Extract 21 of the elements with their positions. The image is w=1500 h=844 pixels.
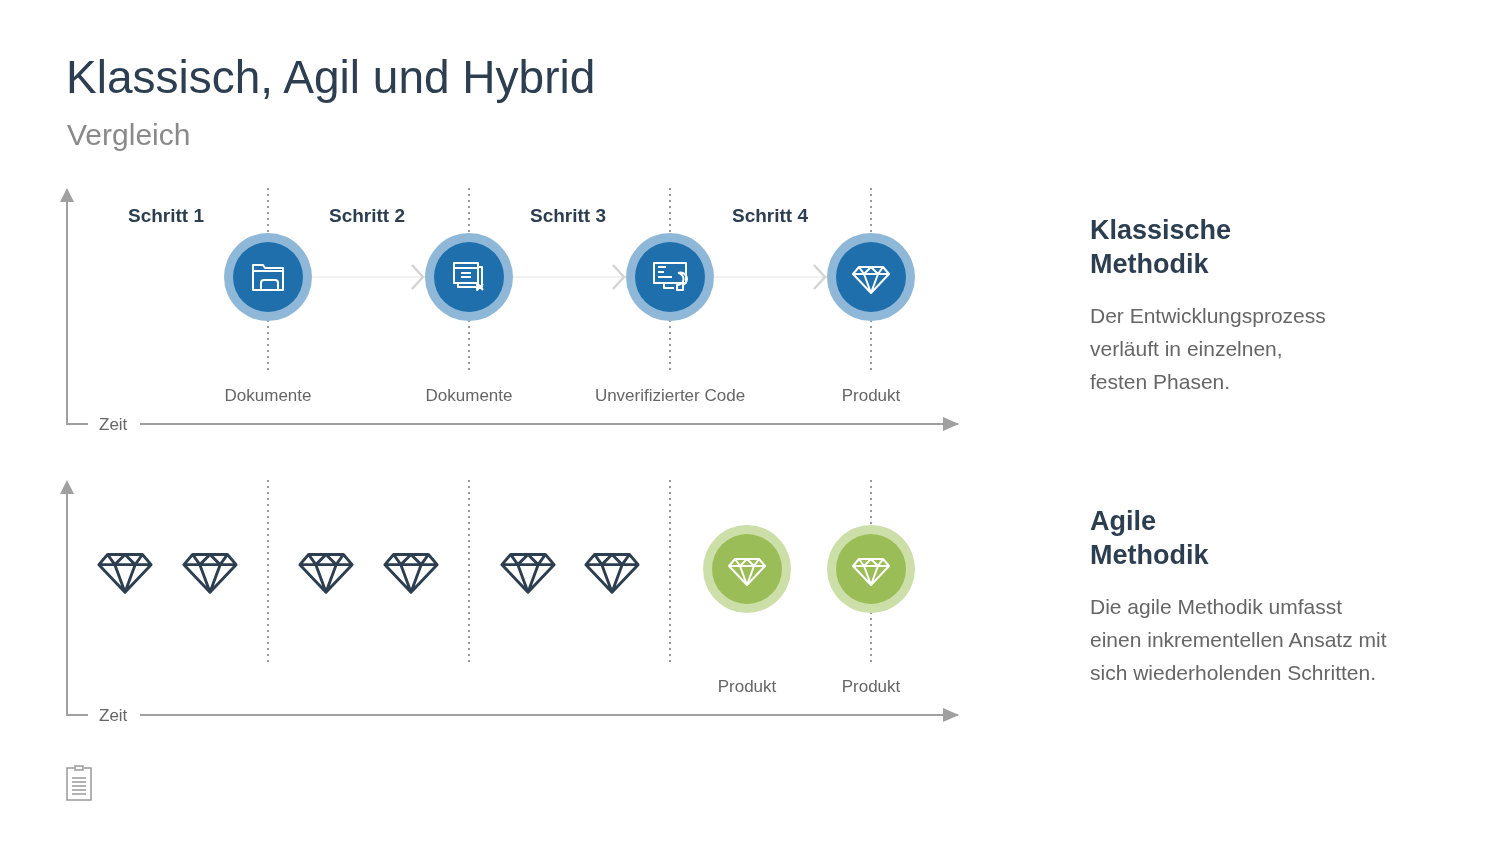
title: Klassisch, Agil und Hybrid: [66, 50, 596, 104]
step-label: Schritt 4: [732, 205, 808, 227]
caption-label: Unverifizierter Code: [594, 386, 746, 406]
section-heading: Agile Methodik: [1090, 505, 1210, 572]
chevron-arrow: [512, 263, 627, 291]
caption-label: Dokumente: [425, 386, 513, 406]
axis-label: Zeit: [99, 706, 128, 726]
step-label: Schritt 2: [329, 205, 405, 227]
axis-label: Zeit: [99, 415, 128, 435]
caption-label: Produkt: [717, 677, 777, 697]
section-heading: Klassische Methodik: [1090, 214, 1233, 281]
caption-label: Dokumente: [224, 386, 312, 406]
step-label: Schritt 3: [530, 205, 606, 227]
chevron-arrow: [311, 263, 426, 291]
caption-label: Produkt: [841, 386, 901, 406]
description-text: Der Entwicklungsprozess verläuft in einzelnen, festen Phasen.: [1090, 303, 1327, 395]
caption-label: Produkt: [841, 677, 901, 697]
subtitle: Vergleich: [67, 118, 191, 152]
description-text: Die agile Methodik umfasst einen inkrementellen Ansatz mit sich wiederholenden Schritten.: [1090, 594, 1388, 686]
chevron-arrow: [713, 263, 828, 291]
step-label: Schritt 1: [128, 205, 204, 227]
